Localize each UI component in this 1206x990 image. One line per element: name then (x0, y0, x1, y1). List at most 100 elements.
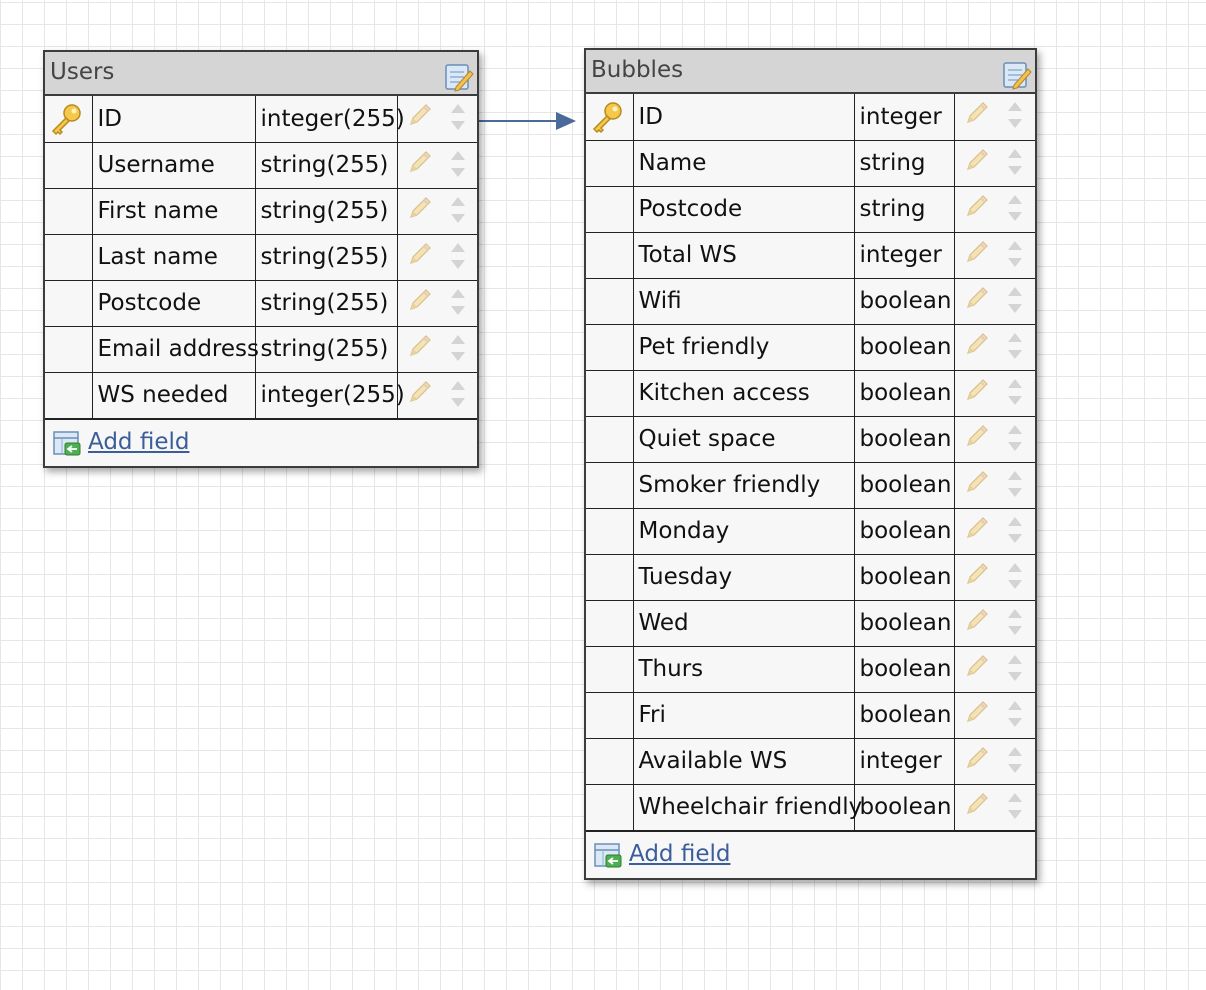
updown-arrows-icon[interactable] (1007, 193, 1023, 223)
pencil-icon[interactable] (407, 241, 433, 267)
field-actions (396, 96, 477, 143)
updown-arrows-icon[interactable] (1007, 745, 1023, 775)
updown-arrows-icon[interactable] (1007, 791, 1023, 821)
pencil-icon[interactable] (407, 102, 433, 128)
key-cell (586, 369, 634, 417)
field-name: Smoker friendly (632, 461, 855, 509)
updown-arrows-icon[interactable] (1007, 239, 1023, 269)
updown-arrows-icon[interactable] (1007, 423, 1023, 453)
pencil-icon[interactable] (407, 287, 433, 313)
updown-arrows-icon[interactable] (1007, 469, 1023, 499)
updown-arrows-icon[interactable] (450, 102, 466, 132)
pencil-icon[interactable] (964, 469, 990, 495)
add-field-link[interactable]: Add field (629, 840, 731, 867)
updown-arrows-icon[interactable] (450, 333, 466, 363)
updown-arrows-icon[interactable] (450, 149, 466, 179)
pencil-icon[interactable] (964, 285, 990, 311)
edit-table-icon[interactable] (1002, 60, 1032, 90)
pencil-icon[interactable] (407, 195, 433, 221)
key-cell (45, 279, 93, 327)
field-actions (953, 185, 1035, 233)
pencil-icon[interactable] (964, 377, 990, 403)
key-cell (45, 325, 93, 373)
updown-arrows-icon[interactable] (450, 195, 466, 225)
edit-table-icon[interactable] (444, 62, 474, 92)
pencil-icon[interactable] (964, 423, 990, 449)
field-type: string (853, 139, 955, 187)
pencil-icon[interactable] (964, 561, 990, 587)
field-type: boolean (853, 507, 955, 555)
field-actions (953, 461, 1035, 509)
pencil-icon[interactable] (964, 607, 990, 633)
pencil-icon[interactable] (964, 653, 990, 679)
updown-arrows-icon[interactable] (1007, 561, 1023, 591)
field-name: Available WS (632, 737, 855, 785)
add-field-link[interactable]: Add field (88, 428, 190, 455)
pencil-icon[interactable] (964, 331, 990, 357)
updown-arrows-icon[interactable] (1007, 607, 1023, 637)
updown-arrows-icon[interactable] (1007, 699, 1023, 729)
pencil-icon[interactable] (964, 791, 990, 817)
updown-arrows-icon[interactable] (450, 379, 466, 409)
add-field-icon[interactable] (594, 842, 622, 869)
pencil-icon[interactable] (964, 239, 990, 265)
pencil-icon[interactable] (964, 193, 990, 219)
field-actions (953, 369, 1035, 417)
field-type: boolean (853, 461, 955, 509)
pencil-icon[interactable] (964, 515, 990, 541)
pencil-icon[interactable] (407, 149, 433, 175)
updown-arrows-icon[interactable] (1007, 147, 1023, 177)
table-header[interactable]: Bubbles (586, 50, 1035, 94)
field-actions (953, 323, 1035, 371)
updown-arrows-icon[interactable] (1007, 377, 1023, 407)
updown-arrows-icon[interactable] (1007, 653, 1023, 683)
key-cell (586, 323, 634, 371)
updown-arrows-icon[interactable] (1007, 285, 1023, 315)
field-name: WS needed (91, 371, 256, 419)
updown-arrows-icon[interactable] (450, 287, 466, 317)
pencil-icon[interactable] (964, 100, 990, 126)
add-field-icon[interactable] (53, 430, 81, 457)
field-name: Wheelchair friendly (632, 783, 862, 831)
table-header[interactable]: Users (45, 52, 477, 96)
pencil-icon[interactable] (407, 379, 433, 405)
updown-arrows-icon[interactable] (1007, 100, 1023, 130)
updown-arrows-icon[interactable] (450, 241, 466, 271)
pencil-icon[interactable] (964, 745, 990, 771)
field-name: Name (632, 139, 855, 187)
key-cell (586, 461, 634, 509)
field-type: string (853, 185, 955, 233)
pencil-icon[interactable] (964, 147, 990, 173)
updown-arrows-icon[interactable] (1007, 515, 1023, 545)
field-name: ID (91, 96, 256, 143)
pencil-icon[interactable] (407, 333, 433, 359)
pencil-icon[interactable] (964, 699, 990, 725)
field-type: boolean (853, 277, 955, 325)
updown-arrows-icon[interactable] (1007, 331, 1023, 361)
